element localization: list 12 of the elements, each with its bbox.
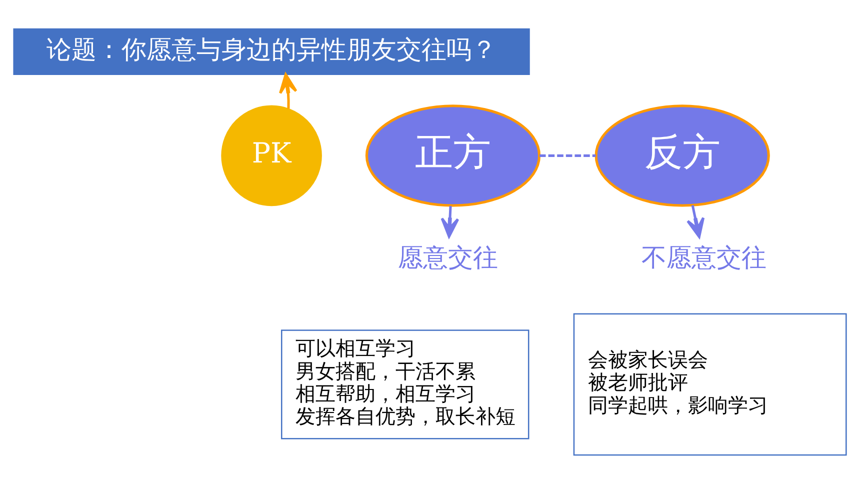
- node-box: 会被家长误会 被老师批评 同学起哄，影响学习: [573, 313, 847, 456]
- node-ellipse: 反方: [594, 104, 770, 207]
- node-box: 可以相互学习 男女搭配，干活不累 相互帮助，相互学习 发挥各自优势，取长补短: [281, 330, 530, 440]
- arrow: [686, 205, 705, 238]
- arrow: [440, 206, 460, 238]
- node-text: 不愿意交往: [641, 242, 766, 272]
- connector: [539, 154, 596, 157]
- node-text: 愿意交往: [398, 242, 498, 272]
- node-circle: PK: [221, 105, 322, 206]
- arrow: [279, 73, 298, 109]
- node-box: 论题：你愿意与身边的异性朋友交往吗？: [13, 28, 530, 76]
- node-ellipse: 正方: [365, 104, 541, 207]
